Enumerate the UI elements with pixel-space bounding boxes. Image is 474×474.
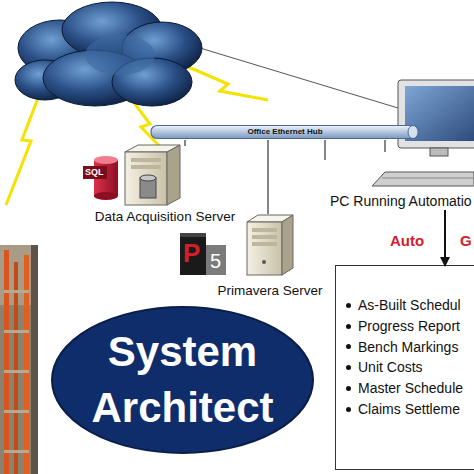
lightning-bolt: [6, 98, 38, 205]
cloud-highlight: [85, 35, 155, 75]
title-ellipse: System Architect: [50, 305, 315, 455]
hub-body: [151, 126, 419, 139]
tower-front: [125, 152, 167, 205]
bullet-dot: [346, 324, 351, 329]
database-top: [94, 156, 118, 164]
ladder-rung: [4, 330, 29, 333]
bullet-dot: [346, 407, 351, 412]
bullet-dot: [346, 365, 351, 370]
server-node: Data Acquisition Server: [80, 146, 250, 224]
keyboard: [372, 172, 474, 186]
database-base: [94, 192, 118, 200]
wireless-link: [200, 48, 398, 108]
output-list-box: As-Built SchedulProgress ReportBench Mar…: [335, 265, 474, 470]
icon-number: 5: [210, 250, 221, 272]
drive-bay: [252, 235, 277, 239]
arrow-note: Auto: [390, 232, 424, 250]
icon-strip: [180, 233, 206, 237]
ladder-rung: [4, 370, 29, 373]
node-label: Data Acquisition Server: [95, 209, 235, 224]
drive-bay: [131, 165, 161, 169]
lightning-bolt: [186, 66, 268, 100]
arrow-note: G: [460, 232, 472, 250]
flow-arrow: [444, 210, 446, 265]
bullet-dot: [346, 344, 351, 349]
power-button: [262, 260, 266, 264]
drive-bay: [252, 228, 277, 232]
node-label: PC Running Automatio: [330, 193, 472, 209]
drive-bay: [131, 158, 161, 162]
list-item: Claims Settleme: [358, 401, 460, 417]
photo-background: [0, 245, 38, 474]
list-item: Bench Markings: [358, 339, 458, 355]
ladder-rung: [4, 290, 29, 293]
server-tower: [125, 145, 180, 205]
hub-end: [408, 126, 418, 139]
list-item: Unit Costs: [358, 359, 423, 375]
tower-front: [247, 222, 282, 275]
photo-shadow: [31, 245, 38, 474]
server-tower: [247, 215, 293, 275]
tower-side: [167, 145, 180, 205]
storm-cloud: [15, 2, 202, 106]
disk-top: [140, 175, 156, 181]
sql-tag: [83, 166, 107, 179]
bullet-dot: [346, 386, 351, 391]
icon-text: SQL: [85, 167, 104, 178]
ladder-photo: [0, 245, 38, 474]
ethernet-hub: Office Ethernet Hub: [150, 124, 420, 140]
network-drop: [324, 140, 325, 160]
ladder-rung: [4, 450, 29, 453]
monitor-stand: [430, 148, 448, 156]
network-cable: [384, 140, 385, 152]
primavera-icon: [180, 233, 226, 275]
keyboard-keys: [382, 178, 474, 179]
list-item: As-Built Schedul: [358, 297, 461, 313]
node-label: Primavera Server: [217, 283, 322, 298]
bullet-dot: [346, 303, 351, 308]
sql-icon: [83, 156, 118, 200]
list-item: Progress Report: [358, 318, 460, 334]
icon-letter: P: [183, 238, 200, 268]
ellipse-fill: [52, 307, 313, 453]
ladder-rail: [24, 255, 29, 474]
icon-grey-panel: [206, 245, 226, 275]
ladder-rail: [14, 262, 18, 474]
monitor-screen: [405, 86, 474, 141]
title-text: System Architect: [91, 328, 273, 431]
network-cable: [184, 140, 185, 146]
network-cable: [267, 140, 268, 214]
ladder-rung: [4, 410, 29, 413]
ladder-rail: [4, 250, 9, 474]
list-item: Master Schedule: [358, 380, 463, 396]
ellipse-outline: [50, 305, 315, 455]
node-label: Office Ethernet Hub: [247, 127, 322, 136]
drive-bay: [252, 242, 277, 246]
pc-workstation: PC Running Automatio: [330, 152, 474, 210]
icon-dark-panel: [180, 233, 206, 275]
tower-side: [282, 215, 293, 275]
